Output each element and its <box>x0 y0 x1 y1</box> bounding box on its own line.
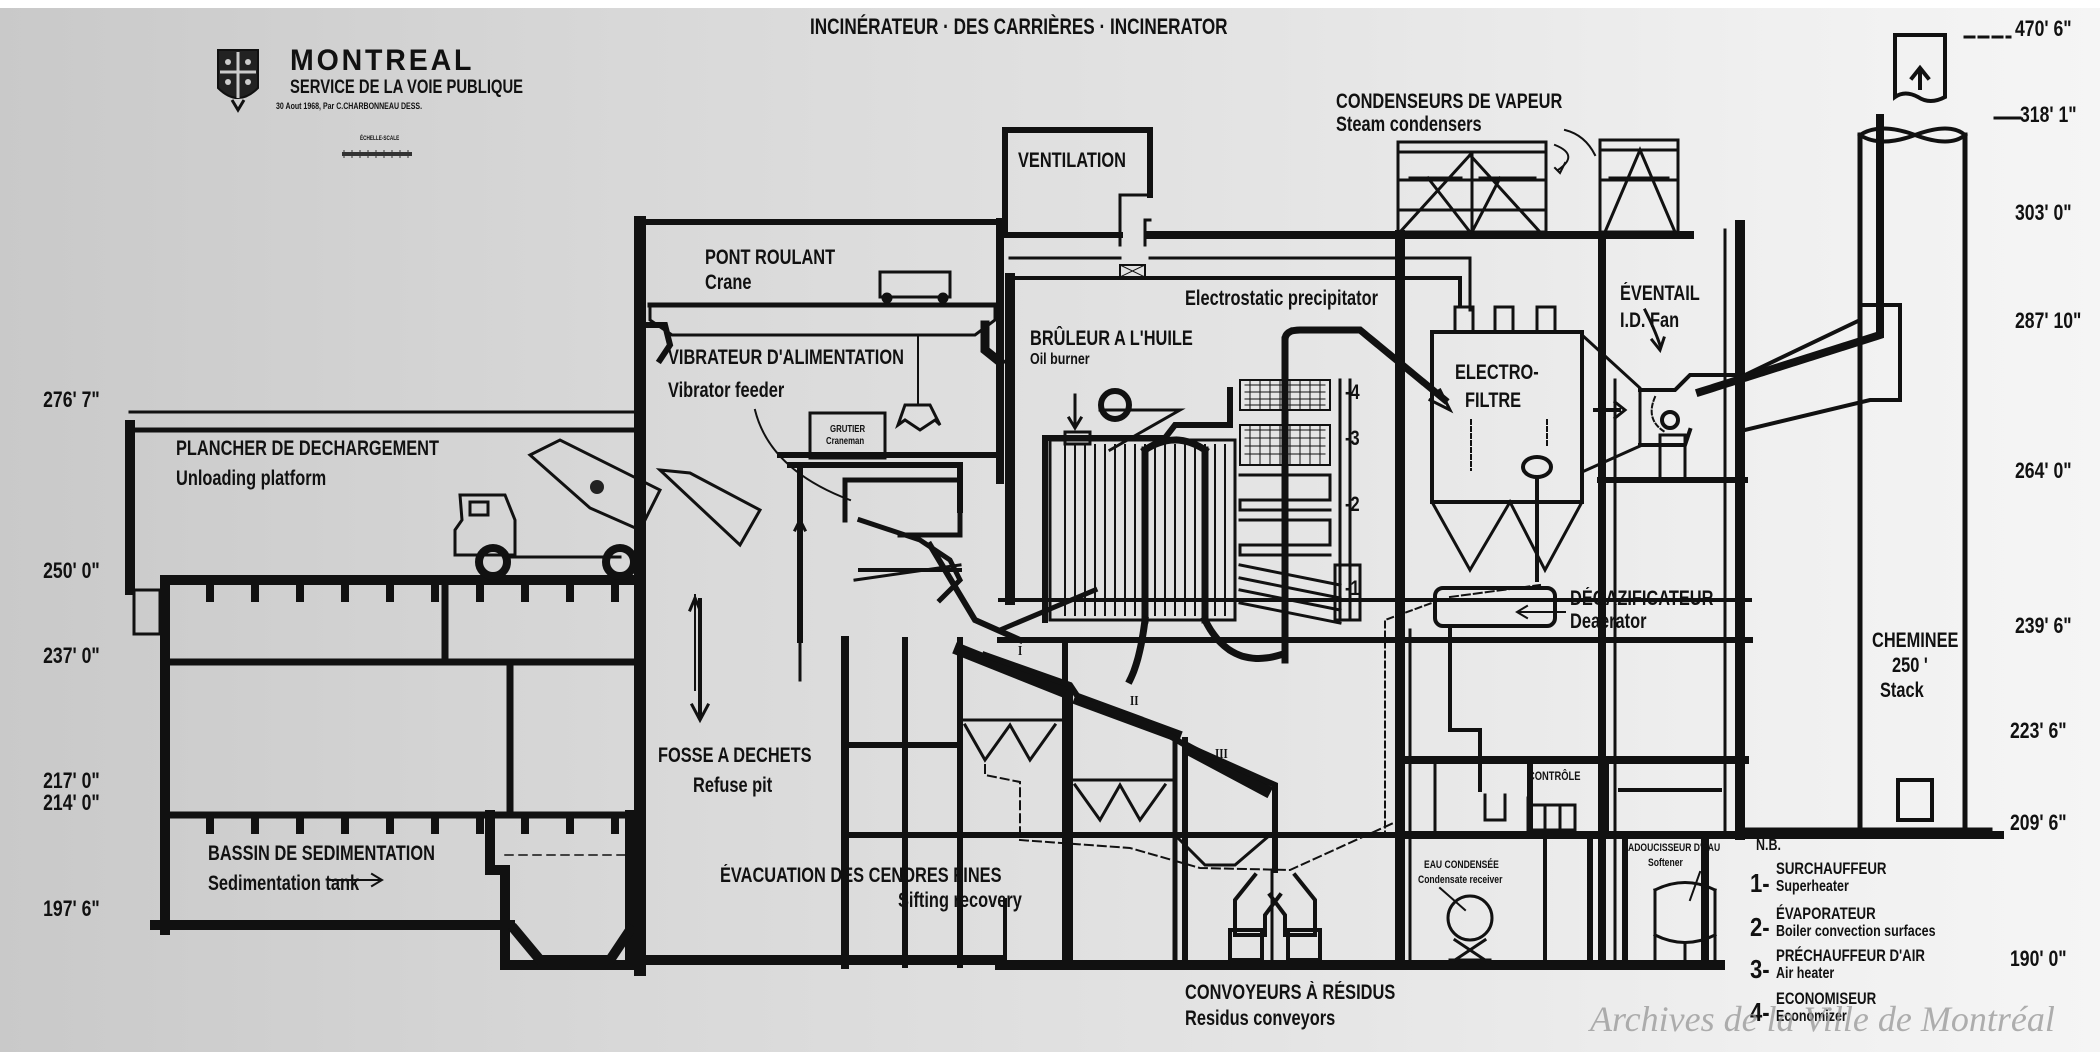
deaerator <box>1384 583 1566 836</box>
feeder-chute <box>787 462 1024 644</box>
label-residus-fr: CONVOYEURS À RÉSIDUS <box>1185 981 1396 1004</box>
label-residus-en: Residus conveyors <box>1185 1007 1336 1030</box>
label-grate-2: II <box>1130 694 1139 709</box>
steam-condensers <box>1396 128 1680 235</box>
elevation-ticks <box>1963 35 2022 120</box>
elevation-right-1: 470' 6" <box>2015 16 2072 41</box>
label-stack-height: 250 ' <box>1892 654 1928 677</box>
legend-item-en: Air heater <box>1776 965 1835 982</box>
elevation-left-5: 214' 0" <box>43 790 100 815</box>
electrofilter <box>1429 111 1902 582</box>
label-refuse-pit-en: Refuse pit <box>693 774 773 797</box>
legend-item-en: Economizer <box>1776 1008 1847 1025</box>
label-crane-fr: PONT ROULANT <box>705 246 836 269</box>
label-grate-1: I <box>1018 644 1023 659</box>
stack-chimney <box>1737 33 1993 833</box>
elevation-right-5: 264' 0" <box>2015 458 2072 483</box>
residus-conveyors <box>1228 868 1322 967</box>
boiler <box>996 326 1454 685</box>
label-refuse-pit-fr: FOSSE A DECHETS <box>658 744 812 767</box>
label-softener-fr: ADOUCISSEUR D'EAU <box>1628 842 1721 854</box>
label-crane-en: Crane <box>705 271 752 294</box>
elevation-right-9: 190' 0" <box>2010 946 2067 971</box>
label-condensate-fr: EAU CONDENSÉE <box>1424 859 1499 871</box>
label-burner-fr: BRÛLEUR A L'HUILE <box>1030 327 1193 350</box>
boiler-marker-2: -2 <box>1345 493 1360 516</box>
elevation-right-3: 303' 0" <box>2015 200 2072 225</box>
label-softener-en: Softener <box>1648 857 1683 869</box>
furnace-building <box>841 220 2004 970</box>
scale-label: ÉCHELLE-SCALE <box>360 136 400 142</box>
label-ventilation: VENTILATION <box>1018 149 1126 172</box>
elevation-left-1: 276' 7" <box>43 387 100 412</box>
elevation-right-4: 287' 10" <box>2015 308 2082 333</box>
label-condensate-en: Condensate receiver <box>1418 874 1503 886</box>
label-sedimentation-fr: BASSIN DE SEDIMENTATION <box>208 842 435 865</box>
label-fan-fr: ÉVENTAIL <box>1620 282 1700 305</box>
label-unloading-fr: PLANCHER DE DECHARGEMENT <box>176 437 440 460</box>
label-control: CONTRÔLE <box>1528 769 1581 783</box>
elevation-left-4: 217' 0" <box>43 768 100 793</box>
label-stack-en: Stack <box>1880 679 1924 702</box>
label-electrofiltre-1: ELECTRO- <box>1455 361 1539 384</box>
elevation-left-2: 250' 0" <box>43 558 100 583</box>
legend-item-number: 2- <box>1750 912 1770 942</box>
label-sifting-fr: ÉVACUATION DES CENDRES FINES <box>720 864 1002 887</box>
legend-item-fr: SURCHAUFFEUR <box>1776 859 1887 878</box>
elevation-right-2: 318' 1" <box>2020 102 2077 127</box>
label-sifting-en: Sifting recovery <box>898 889 1022 912</box>
drafting-credit: 30 Aout 1968, Par C.CHARBONNEAU DESS. <box>276 101 423 111</box>
stoker-grates <box>952 642 1278 968</box>
label-vibrator-fr: VIBRATEUR D'ALIMENTATION <box>668 346 904 369</box>
label-stack-fr: CHEMINEE <box>1872 629 1959 652</box>
condensate-receiver <box>1438 886 1494 963</box>
elevation-right-6: 239' 6" <box>2015 613 2072 638</box>
label-grate-3: III <box>1215 747 1228 762</box>
scale-bar <box>342 150 412 158</box>
ventilation-duct <box>997 127 1694 605</box>
label-burner-en: Oil burner <box>1030 351 1090 368</box>
legend-heading: N.B. <box>1756 837 1781 854</box>
label-sedimentation-en: Sedimentation tank <box>208 872 360 895</box>
elevation-right-8: 209' 6" <box>2010 810 2067 835</box>
label-deaerator-fr: DÉGAZIFICATEUR <box>1570 587 1714 610</box>
legend-item-number: 3- <box>1750 954 1770 984</box>
header-city: MONTREAL <box>290 44 475 77</box>
legend-item-fr: ECONOMISEUR <box>1776 989 1877 1008</box>
label-electrofiltre-2: FILTRE <box>1465 389 1522 412</box>
coat-of-arms-icon <box>217 49 259 113</box>
label-precipitator-en: Electrostatic precipitator <box>1185 287 1378 310</box>
elevation-left-6: 197' 6" <box>43 896 100 921</box>
label-craneman-en: Craneman <box>826 436 865 447</box>
label-condensers-en: Steam condensers <box>1336 113 1482 136</box>
dump-truck-illustration <box>453 438 763 580</box>
ash-hoppers <box>958 718 1402 872</box>
unloading-building <box>125 410 645 970</box>
control-room-console <box>1483 793 1577 832</box>
legend-item-fr: PRÉCHAUFFEUR D'AIR <box>1776 946 1926 965</box>
header-department: SERVICE DE LA VOIE PUBLIQUE <box>290 77 524 98</box>
diagram-title: INCINÉRATEUR · DES CARRIÈRES · INCINERAT… <box>810 14 1228 39</box>
archive-watermark: Archives de la Ville de Montréal <box>1590 999 2055 1039</box>
label-condensers-fr: CONDENSEURS DE VAPEUR <box>1336 90 1563 113</box>
legend-item-fr: ÉVAPORATEUR <box>1776 904 1876 923</box>
label-fan-en: I.D. Fan <box>1620 309 1680 332</box>
boiler-marker-1: -1 <box>1345 577 1360 600</box>
label-craneman-fr: GRUTIER <box>830 424 866 435</box>
label-deaerator-en: Deaerator <box>1570 610 1647 633</box>
legend-item-number: 4- <box>1750 997 1770 1027</box>
boiler-marker-3: -3 <box>1345 427 1360 450</box>
water-softener <box>1652 870 1718 962</box>
elevation-left-3: 237' 0" <box>43 643 100 668</box>
boiler-marker-4: -4 <box>1345 381 1360 404</box>
legend-item-en: Superheater <box>1776 878 1849 895</box>
label-vibrator-en: Vibrator feeder <box>668 379 785 402</box>
label-unloading-en: Unloading platform <box>176 467 327 490</box>
legend-item-number: 1- <box>1750 868 1770 898</box>
elevation-right-7: 223' 6" <box>2010 718 2067 743</box>
legend-item-en: Boiler convection surfaces <box>1776 923 1936 940</box>
